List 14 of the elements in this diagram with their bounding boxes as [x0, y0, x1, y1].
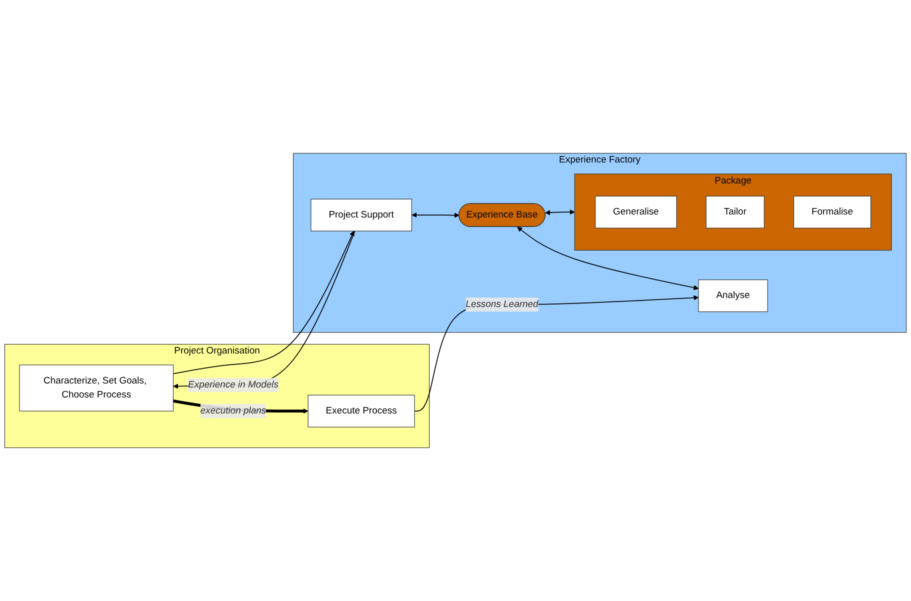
- node-box: Execute Process: [308, 394, 415, 428]
- node-box: Characterize, Set Goals, Choose Process: [19, 364, 174, 412]
- node-box: Tailor: [706, 196, 764, 228]
- arrow: [517, 226, 699, 290]
- node-box: Generalise: [595, 196, 677, 228]
- node-box: Formalise: [793, 196, 872, 228]
- node-box: Project Support: [310, 198, 412, 232]
- node-box: Analyse: [698, 280, 768, 312]
- edge-label: Experience in Models: [188, 380, 278, 390]
- edge-label: Lessons Learned: [466, 299, 538, 310]
- edge-label: execution plans: [200, 406, 266, 416]
- arrow: [412, 212, 460, 218]
- arrow: [545, 210, 575, 216]
- arrow: [414, 295, 699, 412]
